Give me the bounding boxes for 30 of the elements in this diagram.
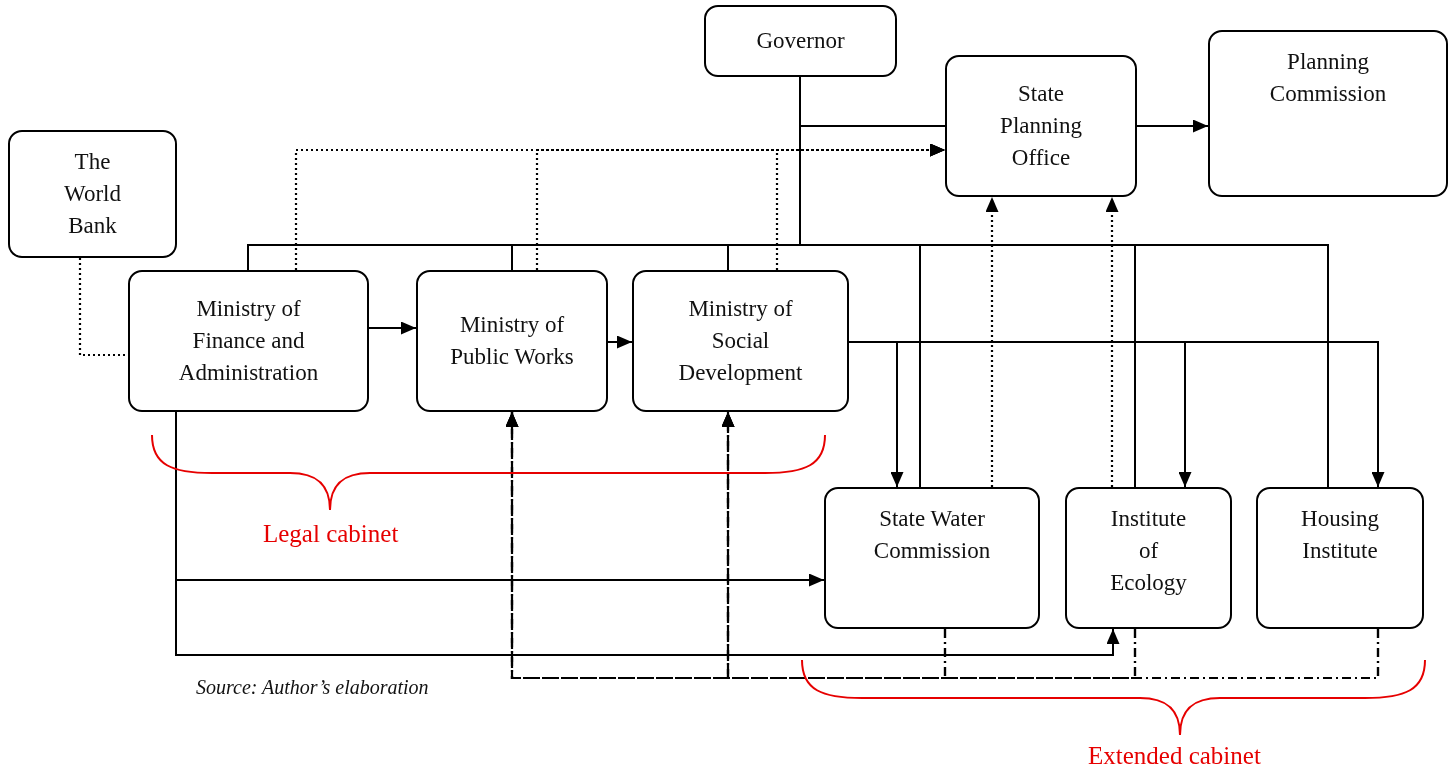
rounded-box: [1256, 487, 1424, 629]
box-label: Housing Institute: [1300, 505, 1380, 566]
rounded-box: [8, 130, 177, 258]
box-label: State Water Commission: [873, 505, 991, 566]
rounded-box: [824, 487, 1040, 629]
group-label: Extended cabinet: [1088, 742, 1261, 770]
connector-arrow: [775, 143, 945, 270]
box-label: Institute of Ecology: [1109, 505, 1188, 598]
box-label: Ministry of Social Development: [677, 294, 804, 388]
rounded-box: [416, 270, 608, 412]
connector-arrow: [721, 412, 1380, 680]
box-label: Planning Commission: [1268, 48, 1388, 109]
rounded-box: [128, 270, 369, 412]
connector-arrow: [607, 335, 633, 349]
connector-arrow: [1105, 197, 1119, 487]
rounded-box: [1208, 30, 1448, 197]
connector-arrow: [368, 321, 417, 335]
box-label: The World Bank: [63, 147, 122, 241]
connector-arrow: [1136, 119, 1209, 133]
group-label: Legal cabinet: [263, 520, 399, 548]
rounded-box: [945, 55, 1137, 197]
rounded-box: [704, 5, 897, 77]
box-label: Ministry of Public Works: [449, 310, 575, 371]
box-label: Governor: [756, 26, 845, 55]
source-note: Source: Author’s elaboration: [196, 676, 429, 699]
rounded-box: [632, 270, 849, 412]
rounded-box: [1065, 487, 1232, 629]
connector-arrow: [985, 197, 999, 487]
box-label: Ministry of Finance and Administration: [177, 294, 320, 388]
box-label: State Planning Office: [999, 79, 1083, 173]
